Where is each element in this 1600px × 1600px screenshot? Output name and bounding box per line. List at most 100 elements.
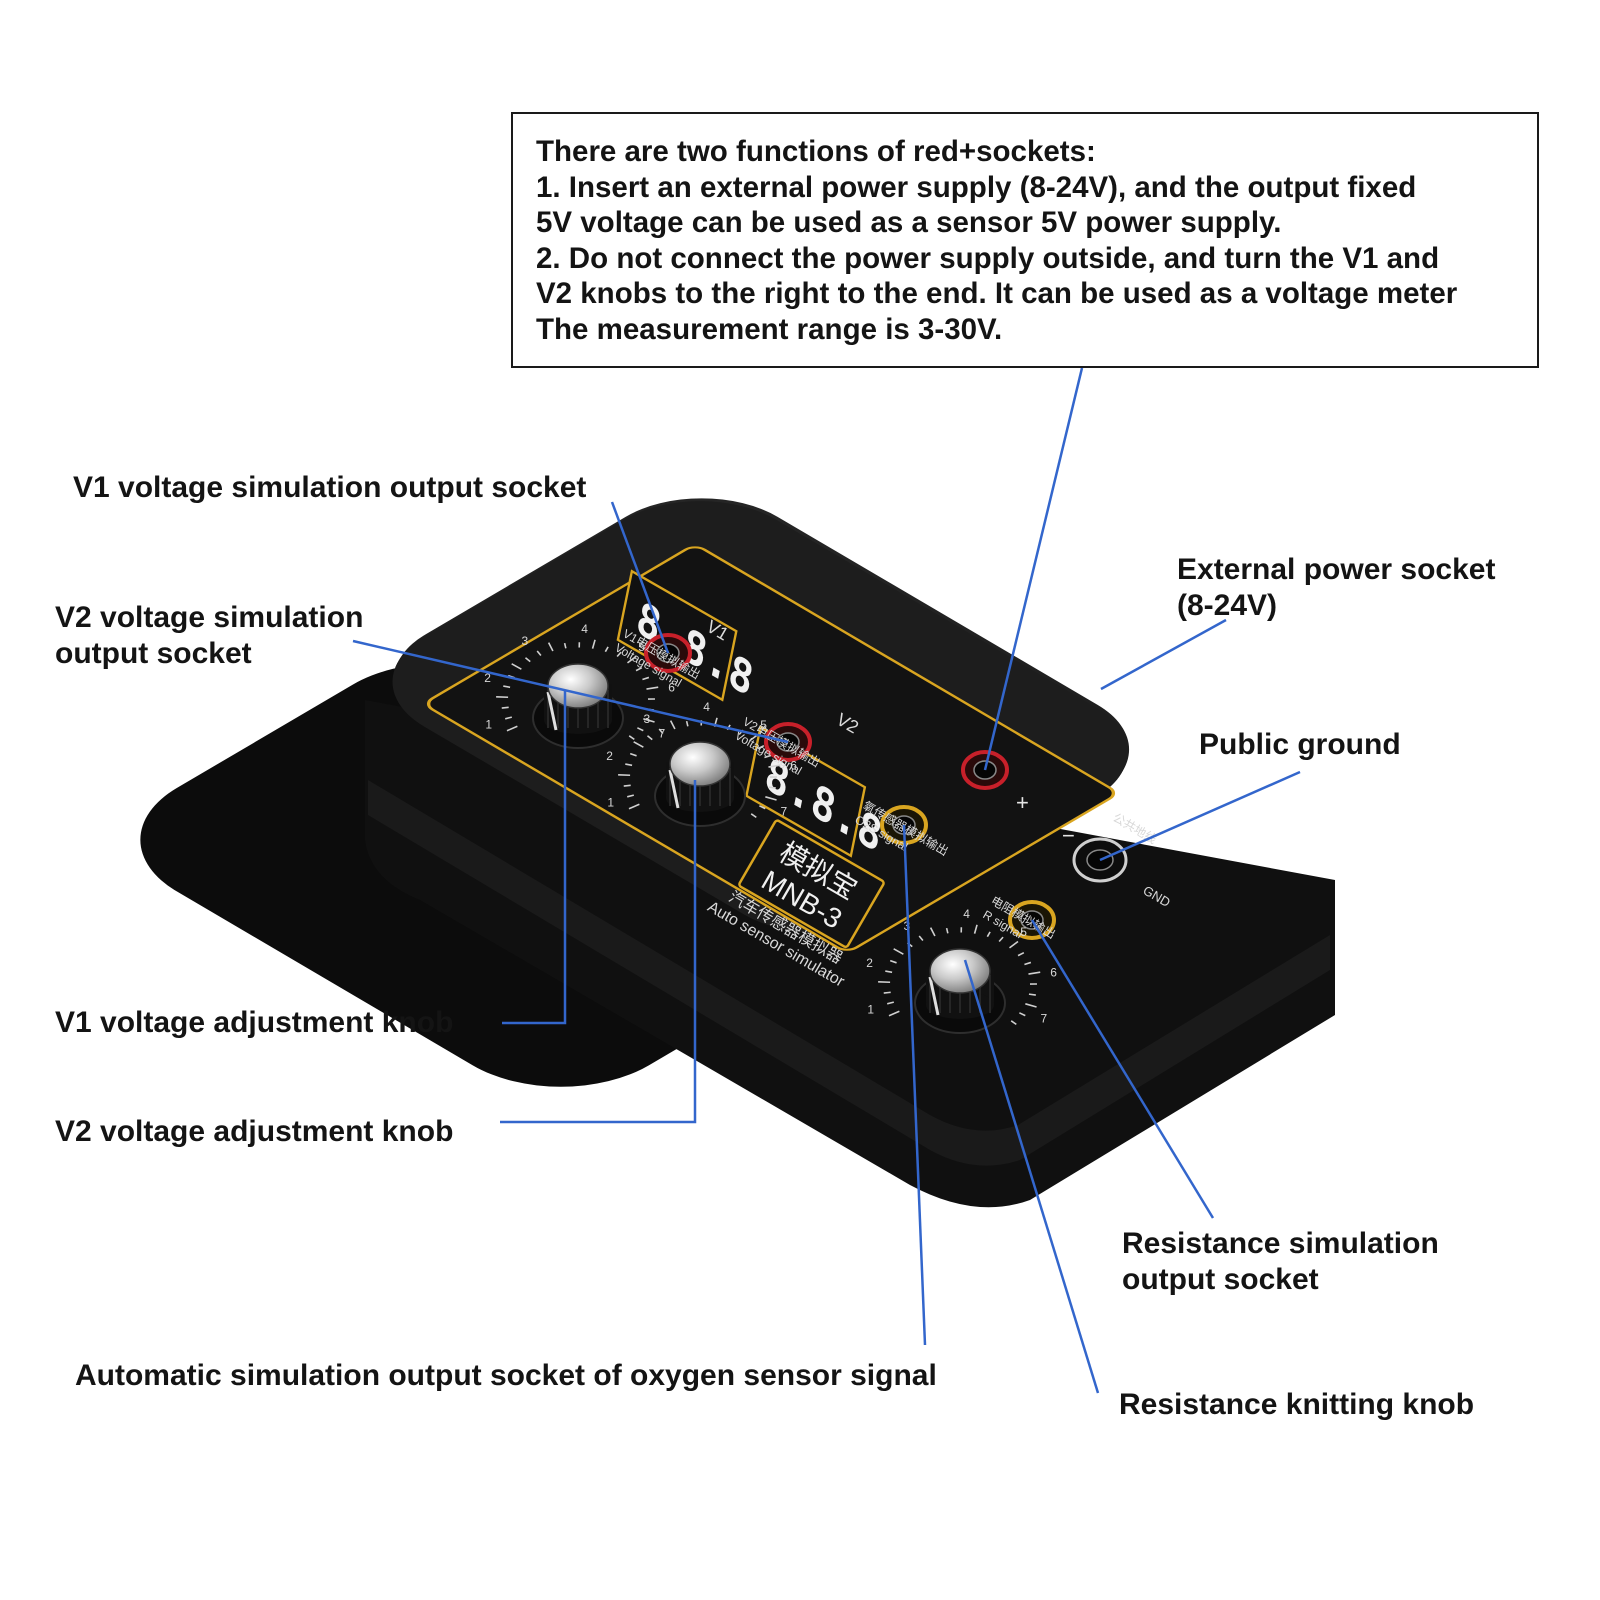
callout-external-power: External power socket (8-24V) (1177, 552, 1495, 624)
dial-number: 6 (1050, 966, 1057, 980)
callout-line: External power socket (1177, 553, 1496, 586)
dial-number: 3 (644, 712, 651, 726)
dial-tick (1028, 971, 1041, 975)
callout-line: output socket (55, 637, 252, 670)
leader-v1-output (610, 501, 670, 654)
leader-power-info (983, 367, 1084, 771)
info-line: The measurement range is 3-30V. (536, 312, 1003, 346)
dial-tick (765, 796, 777, 801)
callout-v1-output: V1 voltage simulation output socket (73, 471, 587, 504)
dial-tick (929, 927, 936, 937)
power-socket-info-box: There are two functions of red+sockets: … (511, 112, 1539, 368)
dial-tick (637, 727, 644, 732)
dial-tick (685, 720, 689, 727)
dial-tick (504, 716, 513, 720)
dial-tick (628, 803, 640, 810)
dial-tick (604, 646, 609, 653)
dial-number: 5 (1020, 925, 1027, 939)
leader-v1-knob (502, 690, 567, 1025)
dial-tick (1025, 1003, 1037, 1008)
dial-tick (1019, 1012, 1026, 1017)
dial-number: 6 (790, 759, 797, 773)
dial-number: 7 (1041, 1011, 1048, 1025)
dial-tick (511, 663, 522, 670)
callout-o2-output: Automatic simulation output socket of ox… (75, 1359, 937, 1392)
callout-v2-knob: V2 voltage adjustment knob (55, 1115, 454, 1148)
dial-number: 2 (606, 749, 613, 763)
dial-tick (629, 752, 637, 757)
dial-tick (883, 991, 891, 994)
callout-public-ground: Public ground (1199, 728, 1401, 761)
dial-tick (626, 794, 635, 798)
dial-number: 4 (581, 622, 588, 636)
minus-mark: − (1062, 823, 1075, 848)
dial-tick (757, 744, 765, 750)
leader-ground (1099, 770, 1301, 862)
dial-tick (643, 718, 655, 723)
dial-tick (503, 685, 511, 689)
dial-tick (888, 1010, 900, 1017)
dial-tick (633, 741, 644, 748)
callout-resistance-output: Resistance simulation output socket (1122, 1226, 1439, 1298)
dial-tick (768, 764, 781, 768)
dial-tick (524, 657, 531, 663)
callout-line: output socket (1122, 1263, 1319, 1296)
dial-number: 4 (963, 907, 970, 921)
dial-tick (591, 639, 596, 649)
dial-number: 2 (866, 956, 873, 970)
dial-tick (501, 706, 509, 709)
callout-line: Resistance simulation (1122, 1227, 1439, 1260)
dial-tick (764, 754, 772, 759)
dial-tick (750, 813, 757, 819)
dial-tick (1017, 951, 1025, 957)
dial-number: 5 (638, 640, 645, 654)
leader-lines (352, 367, 1301, 1394)
dial-tick (623, 784, 631, 787)
dial-tick (628, 735, 635, 741)
dial-tick (945, 927, 949, 934)
info-line: 2. Do not connect the power supply outsi… (536, 241, 1440, 275)
leader-v2-knob (500, 780, 697, 1124)
dial-tick (642, 676, 650, 681)
plus-mark: + (1016, 790, 1029, 815)
dial-tick (893, 948, 904, 955)
leader-resistance-knob (963, 959, 1100, 1394)
dial-number: 1 (607, 795, 614, 809)
dial-tick (886, 1001, 895, 1005)
dial-tick (973, 924, 978, 934)
dial-tick (536, 650, 542, 656)
dial-tick (1010, 1020, 1017, 1026)
dial-tick (506, 725, 518, 732)
callout-line: (8-24V) (1177, 589, 1278, 622)
info-line: V2 knobs to the right to the end. It can… (536, 277, 1458, 310)
dial-tick (889, 959, 897, 964)
dial-tick (918, 935, 924, 941)
callout-v1-knob: V1 voltage adjustment knob (55, 1006, 454, 1039)
dial-tick (646, 686, 659, 690)
dial-number: 5 (760, 718, 767, 732)
dial-tick (759, 805, 766, 810)
dial-tick (669, 720, 676, 730)
dial-number: 1 (867, 1002, 874, 1016)
dial-tick (986, 931, 991, 938)
dial-number: 4 (703, 700, 710, 714)
dial-tick (768, 786, 776, 789)
dial-tick (635, 666, 643, 672)
info-line: 5V voltage can be used as a sensor 5V po… (536, 206, 1282, 239)
dial-tick (625, 763, 633, 767)
dial-number: 3 (522, 634, 529, 648)
callout-line: V2 voltage simulation (55, 601, 364, 634)
dial-tick (885, 970, 893, 974)
info-line: There are two functions of red+sockets: (536, 135, 1096, 168)
dial-tick (1009, 940, 1019, 949)
dial-number: 2 (484, 671, 491, 685)
dial-tick (547, 642, 554, 652)
dial-tick (658, 728, 664, 734)
leader-external-power (1100, 618, 1227, 691)
info-line: 1. Insert an external power supply (8-24… (536, 170, 1417, 204)
leader-resistance-output (1030, 919, 1215, 1219)
callout-v2-output: V2 voltage simulation output socket (55, 600, 363, 672)
